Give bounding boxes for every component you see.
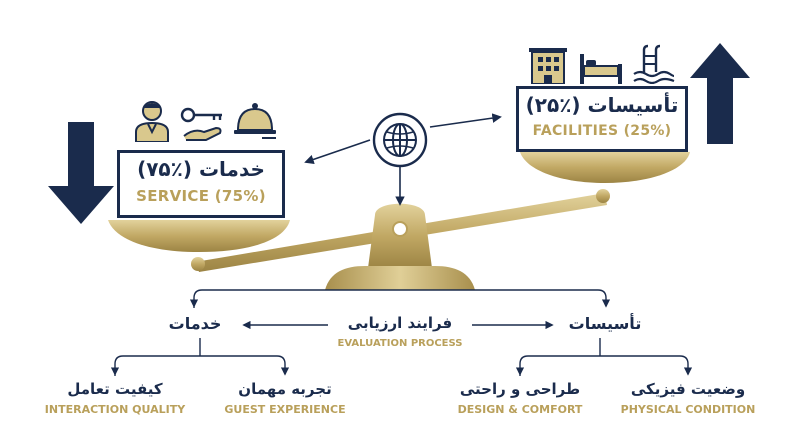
- key-hand-icon: [180, 107, 222, 141]
- down-arrow-icon: [48, 122, 114, 224]
- branch-service-fa: خدمات: [168, 314, 222, 333]
- staff-icon: [135, 101, 169, 142]
- facilities-title-en: FACILITIES (25%): [532, 123, 672, 139]
- physical-condition-fa: وضعیت فیزیکی: [630, 380, 746, 398]
- physical-condition-en: PHYSICAL CONDITION: [620, 403, 756, 416]
- building-icon: [529, 48, 567, 84]
- guest-experience-fa: تجربه مهمان: [238, 380, 332, 398]
- service-title-fa: خدمات (٪۷۵): [137, 157, 265, 181]
- evaluation-title-en: EVALUATION PROCESS: [337, 338, 463, 349]
- evaluation-title-fa: فرایند ارزیابی: [347, 314, 453, 332]
- scale-stand: [325, 203, 475, 290]
- service-box: خدمات (٪۷۵) SERVICE (75%): [117, 150, 285, 218]
- facilities-title-fa: تأسیسات (٪۲۵): [525, 93, 679, 117]
- service-title-en: SERVICE (75%): [136, 187, 266, 205]
- cloche-icon: [234, 103, 276, 139]
- right-pan: [520, 152, 690, 183]
- facilities-box: تأسیسات (٪۲۵) FACILITIES (25%): [516, 86, 688, 152]
- design-comfort-en: DESIGN & COMFORT: [457, 403, 583, 416]
- interaction-quality-fa: کیفیت تعامل: [67, 380, 163, 398]
- branch-facilities-fa: تأسیسات: [568, 314, 642, 333]
- interaction-quality-en: INTERACTION QUALITY: [44, 403, 186, 416]
- up-arrow-icon: [690, 43, 750, 144]
- guest-experience-en: GUEST EXPERIENCE: [224, 403, 346, 416]
- bed-icon: [580, 54, 622, 84]
- left-pan: [108, 220, 290, 252]
- design-comfort-fa: طراحی و راحتی: [459, 380, 581, 398]
- globe-icon: [372, 112, 428, 168]
- pool-icon: [633, 44, 675, 84]
